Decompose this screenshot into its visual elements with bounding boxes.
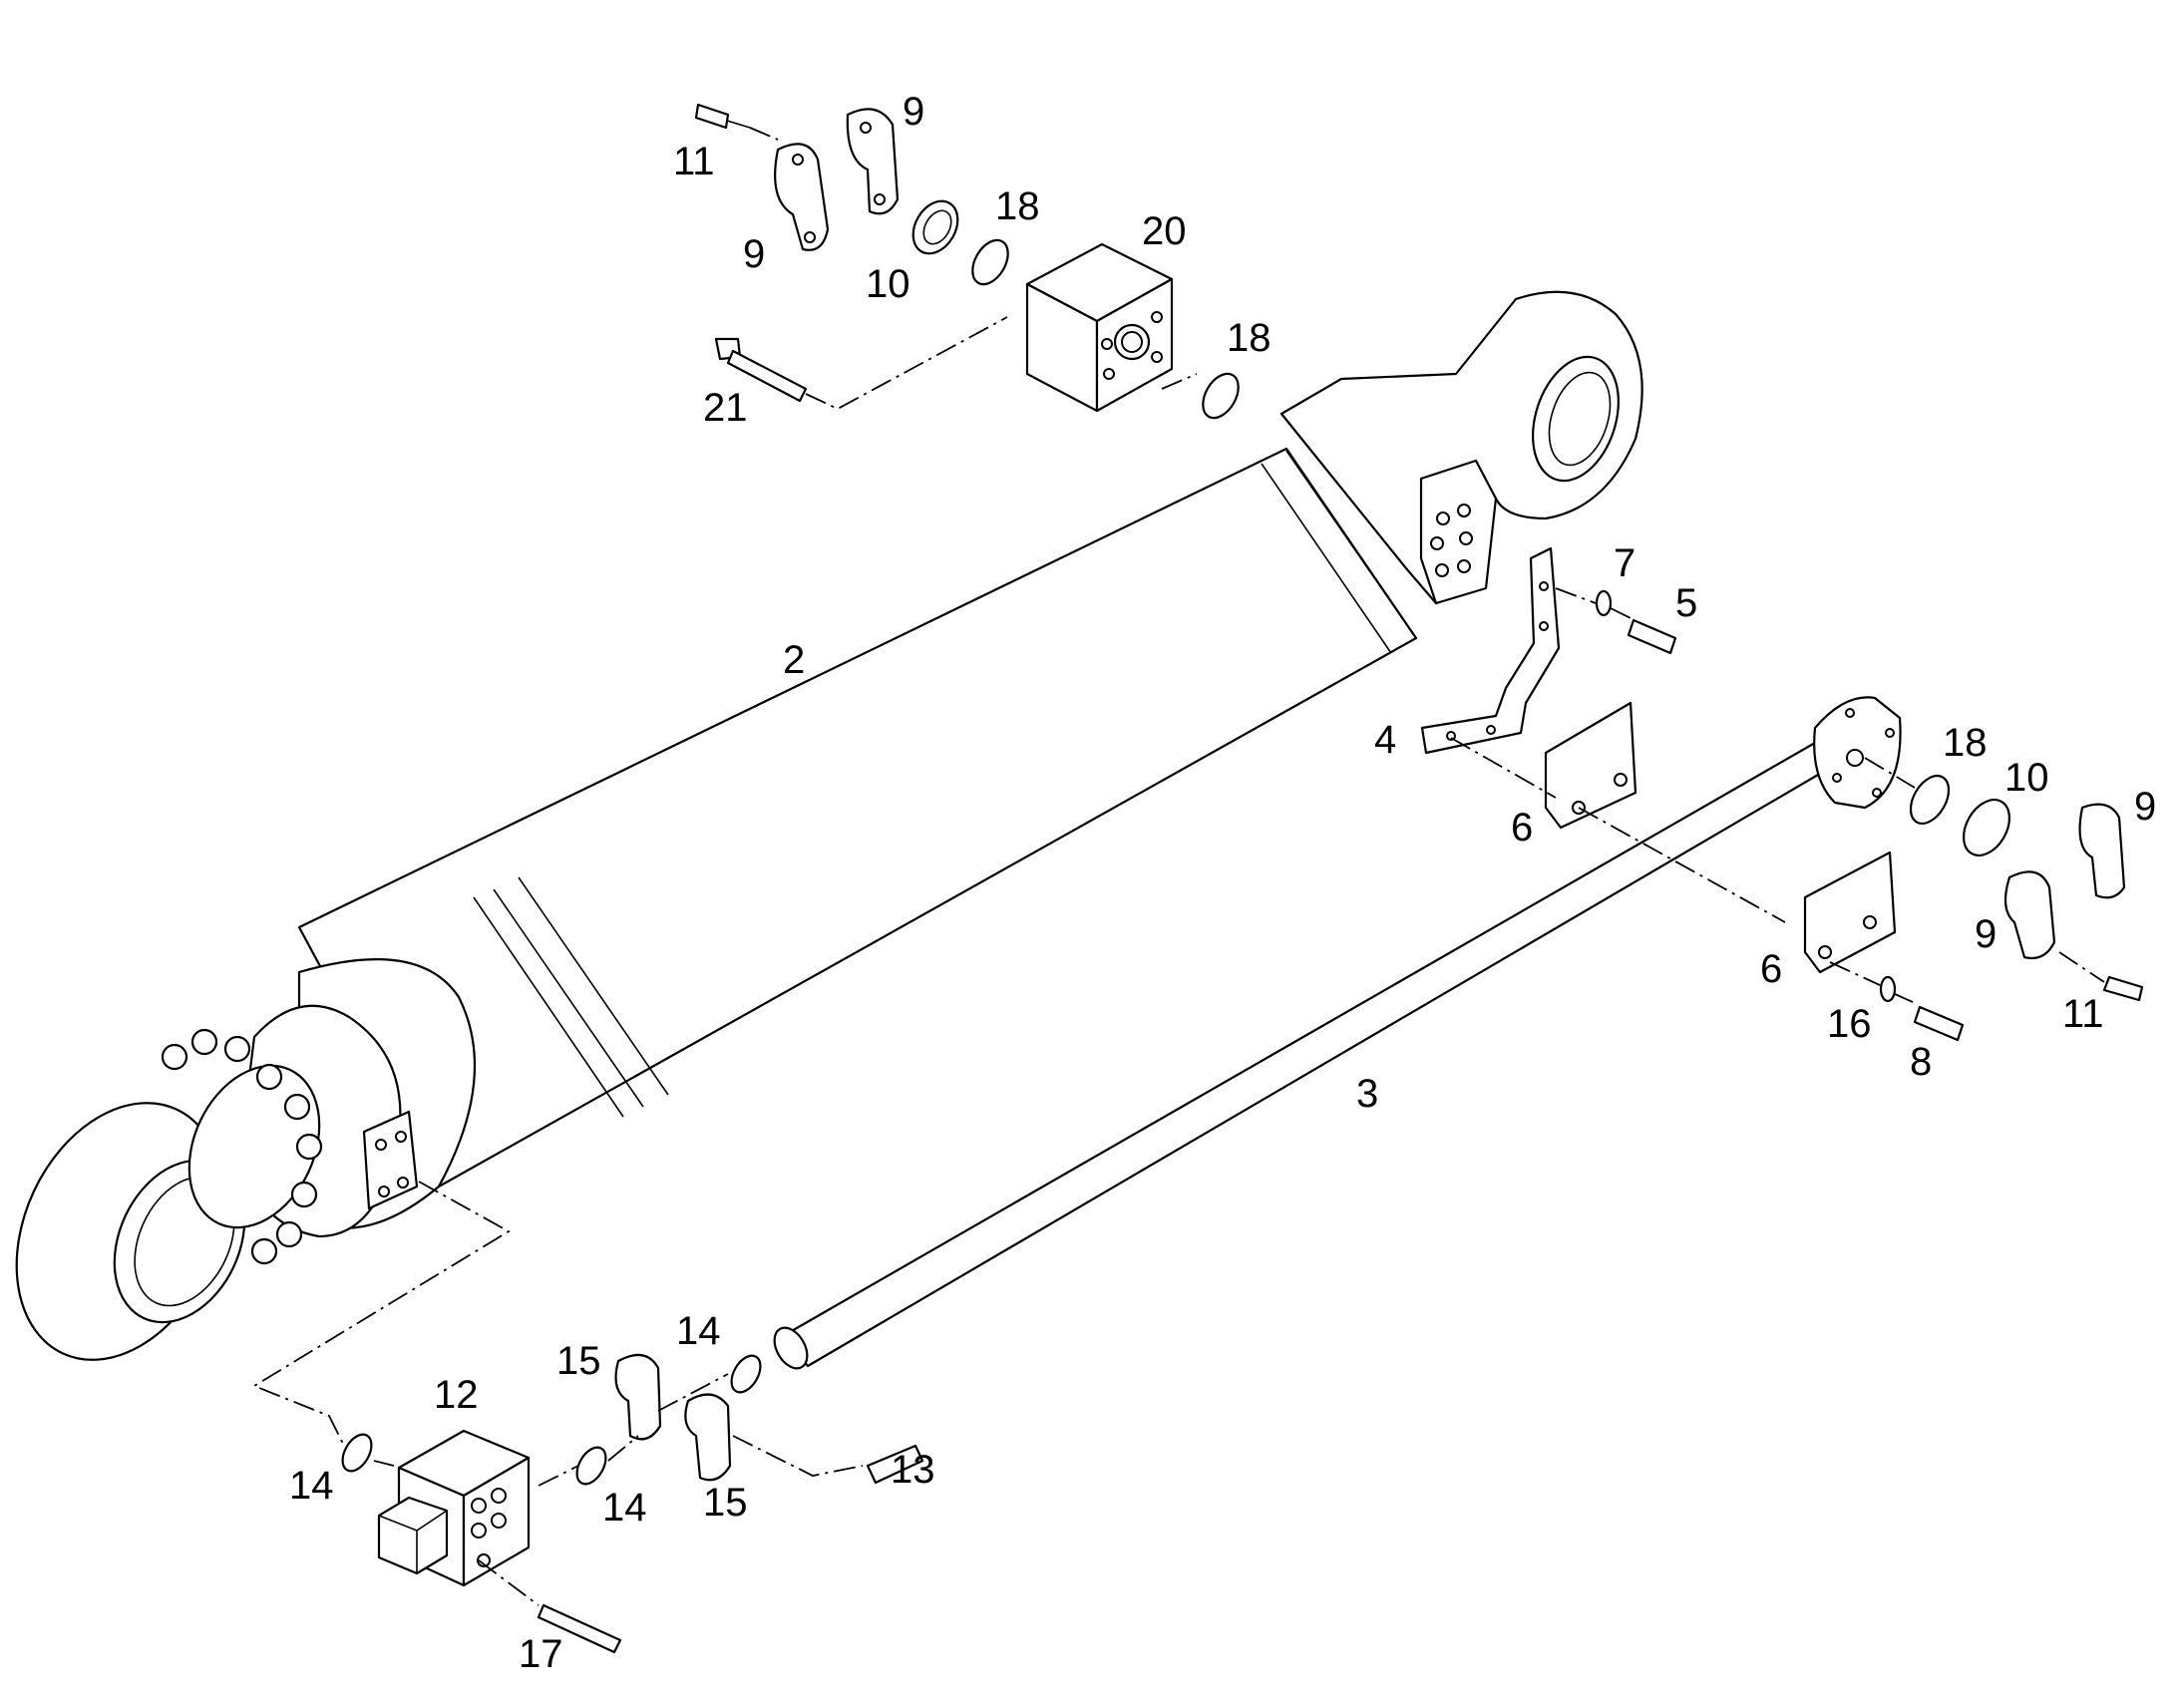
callout-12: 12 <box>434 1373 479 1417</box>
flange-half-9a <box>774 143 830 251</box>
cylinder-head-end <box>15 958 477 1361</box>
bolt-21 <box>714 337 808 403</box>
callout-3: 3 <box>1356 1072 1378 1116</box>
seal-ring-10 <box>911 199 959 255</box>
flange-half-9b <box>846 108 900 215</box>
callout-9b: 9 <box>743 232 765 276</box>
o-ring-18 <box>971 238 1240 420</box>
callout-16: 16 <box>1827 1002 1872 1046</box>
callout-5: 5 <box>1675 581 1697 625</box>
clamp-lower <box>1803 851 1897 974</box>
callout-18c: 18 <box>1943 721 1988 765</box>
callout-2: 2 <box>783 638 805 682</box>
callout-6a: 6 <box>1511 806 1533 850</box>
callout-6b: 6 <box>1760 947 1782 991</box>
callout-21: 21 <box>703 386 748 430</box>
pipe <box>773 696 1902 1370</box>
clamp-upper <box>1544 701 1637 830</box>
bracket <box>1420 546 1561 755</box>
callout-20: 20 <box>1142 209 1187 253</box>
callout-7: 7 <box>1614 541 1635 585</box>
callout-18b: 18 <box>1227 316 1272 360</box>
callout-10a: 10 <box>866 262 910 306</box>
callout-14b: 14 <box>602 1486 647 1530</box>
valve-block-lower <box>377 1429 531 1587</box>
bolt-11-upper <box>694 103 751 130</box>
callouts: 2 3 4 5 6 6 7 8 9 9 9 9 10 10 11 11 12 1… <box>289 90 2156 1676</box>
callout-15b: 15 <box>703 1481 748 1525</box>
callout-11a: 11 <box>673 140 715 183</box>
valve-block-upper <box>1025 242 1174 413</box>
washers-7-16 <box>1595 589 1897 1003</box>
callout-14a: 14 <box>289 1464 334 1508</box>
callout-4: 4 <box>1374 718 1396 762</box>
lower-fittings <box>341 1353 924 1654</box>
callout-11b: 11 <box>2062 992 2104 1036</box>
callout-9d: 9 <box>1975 912 1997 956</box>
callout-18a: 18 <box>995 184 1040 228</box>
leader-lines <box>251 127 2105 1606</box>
callout-13: 13 <box>891 1448 935 1492</box>
callout-10b: 10 <box>2004 756 2049 800</box>
rod-end-head <box>1279 290 1643 605</box>
callout-15a: 15 <box>556 1339 601 1383</box>
callout-9a: 9 <box>903 90 924 134</box>
callout-8: 8 <box>1910 1040 1932 1084</box>
callout-9c: 9 <box>2134 785 2156 829</box>
pipe-flange-right <box>1909 775 2144 1002</box>
callout-14c: 14 <box>676 1309 721 1353</box>
callout-17: 17 <box>519 1632 563 1676</box>
bolts-5-8 <box>1627 618 1965 1042</box>
